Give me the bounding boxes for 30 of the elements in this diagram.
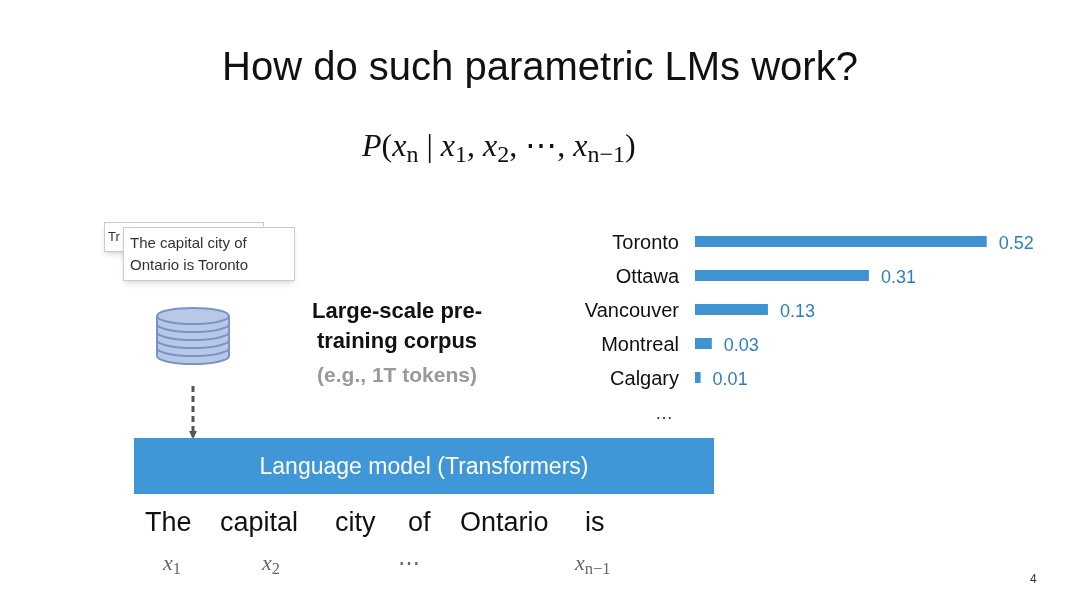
- token-word: city: [335, 506, 376, 539]
- token-variable: x$_{1}$: [163, 549, 181, 578]
- token-variable: ⋯: [398, 549, 420, 577]
- category-label: Montreal: [601, 333, 679, 355]
- dashed-arrow: [189, 386, 197, 439]
- token-word: of: [408, 506, 431, 539]
- category-label: Toronto: [612, 231, 679, 253]
- category-label: Ottawa: [615, 265, 679, 287]
- corpus-note: (e.g., 1T tokens): [316, 362, 478, 388]
- token-variable: x$_{n−1}$: [575, 549, 611, 578]
- value-label: 0.03: [723, 335, 759, 355]
- value-label: 0.01: [712, 369, 748, 389]
- value-label: 0.13: [779, 301, 815, 321]
- value-label: 0.31: [880, 267, 916, 287]
- category-label: Vancouver: [584, 299, 679, 321]
- token-word: The: [145, 506, 192, 539]
- token-word: is: [585, 506, 605, 539]
- database-icon: [155, 306, 231, 366]
- token-variable: x$_{2}$: [262, 549, 280, 578]
- value-label: 0.52: [998, 233, 1034, 253]
- token-word: Ontario: [460, 506, 549, 539]
- slide-title: How do such parametric LMs work?: [221, 43, 859, 90]
- category-label: Calgary: [610, 367, 679, 389]
- page-number: 4: [1030, 571, 1037, 588]
- document-card: The capital city of Ontario is Toronto: [123, 227, 295, 281]
- model-box: Language model (Transformers): [134, 438, 714, 494]
- corpus-heading: Large-scale pre-training corpus: [311, 297, 483, 355]
- probability-formula: P(x$_{n}$ | x$_{1}$, x$_{2}$, ⋯, x$_{n−1}$): [362, 126, 636, 167]
- token-word: capital: [220, 506, 299, 539]
- ellipsis: …: [655, 402, 673, 425]
